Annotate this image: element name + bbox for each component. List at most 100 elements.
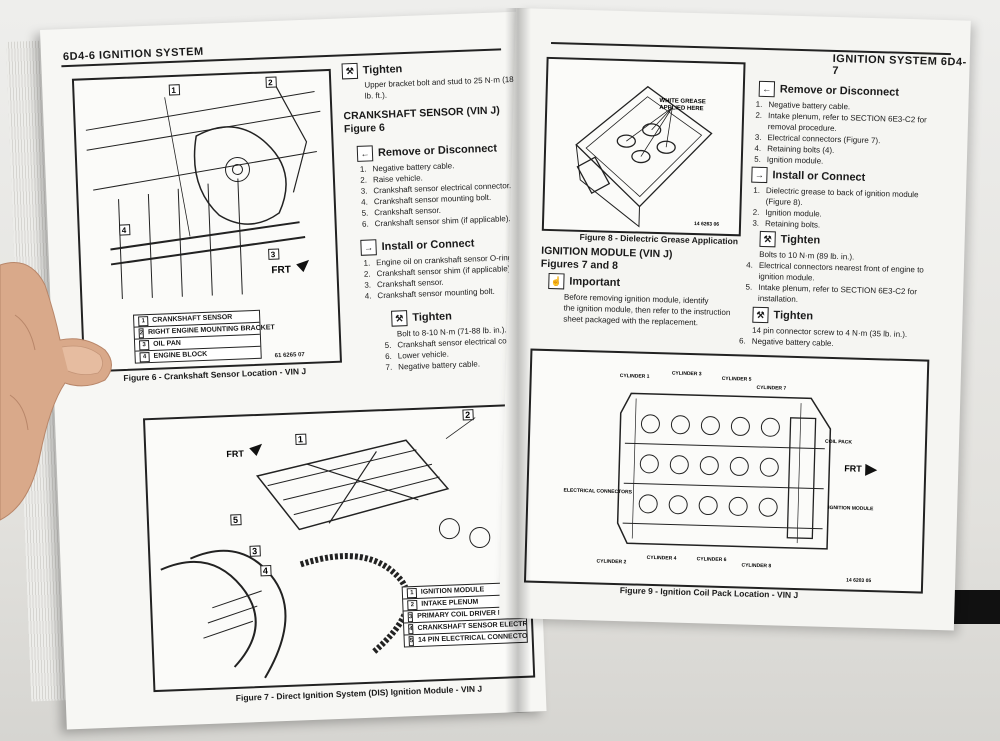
important-note: ☝ Important	[548, 273, 620, 291]
crankshaft-sensor-illustration: 1 2 3 4 FRT	[85, 76, 321, 300]
step-num: 1.	[753, 185, 761, 195]
action-label: Tighten	[773, 309, 814, 323]
step-num: 4.	[364, 291, 372, 301]
step-num	[743, 270, 752, 281]
callout-1: 1	[298, 434, 303, 444]
tighten-1: ⚒ Tighten	[341, 61, 403, 80]
remove-arrow-icon: ←	[356, 145, 374, 162]
step-text: installation.	[757, 293, 799, 304]
callout-4: 4	[122, 226, 127, 235]
tighten-wrench-icon: ⚒	[759, 230, 776, 248]
tighten-wrench-icon: ⚒	[752, 306, 769, 324]
step-num: 3.	[364, 280, 372, 290]
legend-item: INTAKE PLENUM	[421, 598, 479, 608]
install-1: → Install or Connect	[360, 235, 475, 256]
tighten-wrench-icon: ⚒	[341, 62, 359, 80]
step-num: 5.	[745, 282, 753, 292]
figure-9-box: CYLINDER 1 CYLINDER 3 CYLINDER 5 CYLINDE…	[523, 348, 930, 594]
action-label: Remove or Disconnect	[779, 83, 900, 99]
tighten-3-steps: Bolts to 10 N·m (89 lb. in.). 4.Electric…	[743, 248, 924, 308]
step-num: 3.	[360, 186, 368, 196]
step-text: Negative battery cable.	[398, 359, 481, 372]
step-num	[753, 121, 762, 132]
right-page-header: IGNITION SYSTEM 6D4-7	[832, 52, 967, 78]
cyl-label: CYLINDER 4	[647, 555, 677, 562]
step-num: 5.	[384, 340, 392, 350]
action-label: Tighten	[780, 233, 821, 247]
action-label: Install or Connect	[772, 169, 866, 184]
legend-item: OIL PAN	[153, 339, 182, 348]
remove-1-steps: 1.Negative battery cable. 2.Raise vehicl…	[357, 158, 512, 230]
step-num: 5.	[361, 208, 369, 218]
step-num: 4.	[746, 260, 754, 270]
step-num: 1.	[755, 99, 763, 109]
frt-label: FRT	[226, 448, 244, 459]
figure-8-code: 14 6263 06	[694, 221, 719, 228]
step-num	[737, 324, 746, 335]
grease-label: WHITE GREASE	[659, 98, 705, 105]
front-arrow-icon	[249, 443, 263, 457]
callout-2: 2	[465, 410, 470, 420]
book-gutter-shadow	[505, 8, 531, 713]
step-num: 2.	[755, 110, 763, 120]
step-num: 3.	[754, 132, 762, 142]
frt-label: FRT	[844, 463, 862, 473]
step-num: 1.	[359, 164, 367, 174]
action-label: Important	[569, 275, 621, 290]
step-num	[382, 329, 391, 340]
ignition-module-subtitle: Figures 7 and 8	[540, 257, 619, 272]
thumbnail	[61, 345, 103, 375]
cyl-label: CYLINDER 3	[672, 370, 702, 377]
install-arrow-icon: →	[751, 166, 768, 184]
cyl-label: CYLINDER 8	[741, 563, 771, 570]
step-text: lb. ft.).	[364, 90, 388, 101]
frt-label: FRT	[271, 265, 291, 277]
hand-thumb	[0, 262, 112, 521]
crank-sensor-subtitle: Figure 6	[343, 121, 386, 136]
step-num: 6.	[384, 351, 392, 361]
tighten-wrench-icon: ⚒	[391, 310, 408, 327]
dielectric-grease-illustration: WHITE GREASE APPLIED HERE 14 6263 06	[575, 85, 719, 228]
left-page: 6D4-6 IGNITION SYSTEM 1	[40, 11, 547, 730]
front-arrow-icon	[296, 259, 310, 273]
install-2-steps: 1.Dielectric grease to back of ignition …	[750, 185, 919, 234]
action-label: Remove or Disconnect	[377, 142, 498, 160]
tighten-4: ⚒ Tighten	[752, 306, 814, 325]
install-1-steps: 1.Engine oil on crankshaft sensor O-ring…	[361, 252, 516, 302]
tighten-1-steps: Upper bracket bolt and stud to 25 N·m (1…	[364, 74, 514, 102]
step-text: sheet packaged with the replacement.	[563, 314, 699, 328]
step-num: 1.	[363, 258, 371, 268]
step-num	[743, 292, 752, 303]
ignition-module-illustration: FRT 1 2 3 4 5	[160, 409, 491, 679]
electrical-connectors-label: ELECTRICAL CONNECTORS	[563, 488, 632, 496]
callout-3: 3	[252, 546, 257, 556]
step-num: 4.	[361, 197, 369, 207]
step-num: 5.	[754, 154, 761, 164]
step-text: Negative battery cable.	[751, 336, 834, 348]
callout-1: 1	[171, 86, 176, 95]
legend-item: IGNITION MODULE	[420, 586, 485, 596]
install-arrow-icon: →	[360, 239, 377, 256]
tighten-4-steps: 14 pin connector screw to 4 N·m (35 lb. …	[737, 324, 908, 351]
step-num	[744, 248, 753, 259]
legend-item: ENGINE BLOCK	[153, 350, 208, 360]
step-num: 6.	[738, 336, 746, 346]
install-2: → Install or Connect	[751, 166, 866, 186]
figure-8-box: WHITE GREASE APPLIED HERE 14 6263 06	[541, 56, 746, 237]
cyl-label: CYLINDER 6	[697, 556, 727, 563]
step-num: 4.	[754, 143, 762, 153]
action-label: Tighten	[412, 310, 453, 324]
header-rule	[551, 41, 951, 56]
remove-2: ← Remove or Disconnect	[758, 80, 900, 101]
front-arrow-icon	[865, 463, 878, 476]
cyl-label: CYLINDER 5	[722, 376, 752, 383]
step-num: 2.	[752, 207, 760, 217]
step-text: Retaining bolts.	[764, 219, 821, 230]
right-page: IGNITION SYSTEM 6D4-7 WHITE GREASE APPLI…	[498, 8, 971, 631]
grease-label-2: APPLIED HERE	[659, 105, 703, 112]
remove-arrow-icon: ←	[758, 80, 776, 98]
